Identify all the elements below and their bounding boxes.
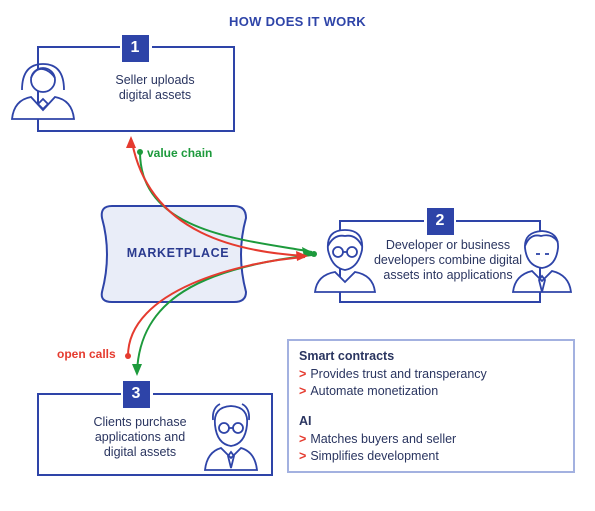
open-calls-arrowhead-right bbox=[296, 251, 308, 261]
feature-item: >Matches buyers and seller bbox=[299, 431, 565, 448]
bullet-arrow: > bbox=[299, 367, 307, 381]
open-calls-label: open calls bbox=[57, 347, 116, 361]
feature-text: Automate monetization bbox=[310, 384, 439, 398]
smart-contracts-heading: Smart contracts bbox=[299, 349, 395, 363]
step-3-line: Clients purchase bbox=[93, 415, 187, 429]
businessman-avatar-icon bbox=[511, 230, 573, 293]
open-calls-dot-bottom bbox=[125, 353, 131, 359]
feature-item: >Provides trust and transperancy bbox=[299, 366, 565, 383]
step-3-box bbox=[37, 393, 273, 476]
value-chain-dot-top bbox=[137, 149, 143, 155]
feature-text: Provides trust and transperancy bbox=[310, 367, 487, 381]
seller-avatar-icon bbox=[10, 63, 76, 120]
features-panel: Smart contracts >Provides trust and tran… bbox=[287, 339, 575, 473]
step-2-badge bbox=[427, 208, 454, 235]
feature-item: >Simplifies development bbox=[299, 448, 565, 465]
feature-text: Simplifies development bbox=[310, 449, 439, 463]
bullet-arrow: > bbox=[299, 449, 307, 463]
bullet-arrow: > bbox=[299, 384, 307, 398]
open-calls-lower-curve bbox=[127, 256, 306, 357]
marketplace-label: MARKETPLACE bbox=[126, 246, 230, 260]
step-2-number: 2 bbox=[435, 212, 445, 229]
step-3-text: Clients purchase applications and digita… bbox=[70, 415, 210, 460]
step-1-line: Seller uploads bbox=[115, 73, 195, 87]
step-3-number: 3 bbox=[131, 385, 141, 402]
step-2-line: assets into applications bbox=[383, 268, 513, 282]
step-3-line: applications and bbox=[94, 430, 186, 444]
feature-text: Matches buyers and seller bbox=[310, 432, 457, 446]
step-2-box bbox=[339, 220, 541, 303]
value-chain-arrowhead-right bbox=[302, 247, 314, 257]
client-avatar-icon bbox=[203, 403, 259, 471]
value-chain-arrowhead-down bbox=[132, 364, 142, 376]
step-1-number: 1 bbox=[130, 39, 140, 56]
ai-heading: AI bbox=[299, 414, 312, 428]
bullet-arrow: > bbox=[299, 432, 307, 446]
step-3-badge bbox=[123, 381, 150, 408]
step-1-badge bbox=[122, 35, 149, 62]
step-1-text: Seller uploads digital assets bbox=[80, 73, 230, 103]
feature-item: >Automate monetization bbox=[299, 383, 565, 400]
step-2-line: Developer or business bbox=[385, 238, 511, 252]
step-2-text: Developer or business developers combine… bbox=[372, 238, 524, 283]
open-calls-upper-curve bbox=[131, 141, 306, 257]
step-3-line: digital assets bbox=[103, 445, 177, 459]
step-1-box bbox=[37, 46, 235, 132]
value-chain-dot-mid bbox=[311, 251, 317, 257]
value-chain-label: value chain bbox=[147, 146, 213, 160]
page-title: HOW DOES IT WORK bbox=[229, 14, 366, 29]
step-1-line: digital assets bbox=[118, 88, 192, 102]
step-2-line: developers combine digital bbox=[373, 253, 522, 267]
open-calls-arrowhead-up bbox=[126, 136, 136, 148]
developer-avatar-icon bbox=[313, 229, 377, 293]
